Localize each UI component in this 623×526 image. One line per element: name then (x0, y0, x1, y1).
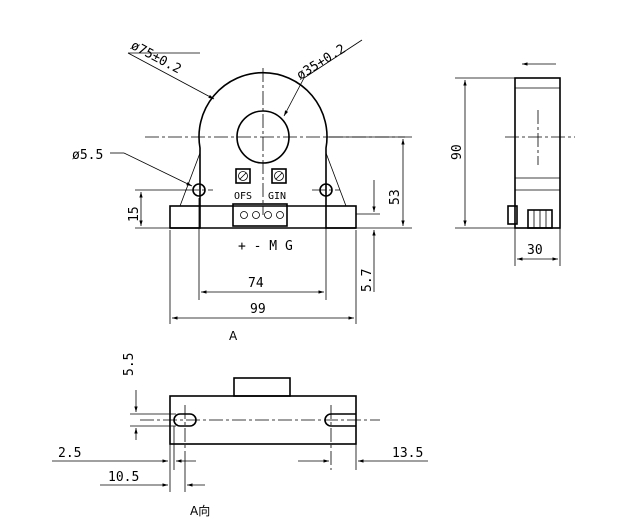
dim-13-5: 13.5 (392, 446, 423, 461)
side-view: 90 30 (450, 62, 575, 266)
dim-2-5: 2.5 (58, 446, 81, 461)
inner-diameter-label: ø35+0.2 (294, 42, 348, 84)
dim-10-5: 10.5 (108, 470, 139, 485)
pin-connector (232, 203, 288, 227)
right-slot (324, 413, 356, 427)
dim-99: 99 (250, 302, 266, 317)
bottom-view: 5.5 2.5 10.5 13.5 A向 (52, 353, 428, 518)
right-flange (325, 205, 357, 229)
view-label-a-direction: A向 (190, 503, 210, 518)
front-view: OFS GIN + - M G ø75±0.2 ø35+0.2 ø5.5 15 … (72, 38, 412, 343)
ofs-pot (235, 168, 251, 184)
dim-15: 15 (127, 206, 142, 222)
view-label-a: A (229, 329, 238, 343)
hole-diameter-label: ø5.5 (72, 148, 103, 163)
top-connector-block (233, 377, 291, 397)
dim-53: 53 (388, 189, 403, 205)
side-body (514, 77, 561, 229)
pin-labels: + - M G (238, 239, 293, 254)
ofs-label: OFS (234, 191, 252, 202)
dim-5-5: 5.5 (122, 353, 137, 376)
dim-5-7: 5.7 (360, 269, 375, 292)
gin-pot (271, 168, 287, 184)
dim-30: 30 (527, 243, 543, 258)
dim-74: 74 (248, 276, 264, 291)
dim-90: 90 (450, 144, 465, 160)
gin-label: GIN (268, 191, 286, 202)
left-flange (169, 205, 201, 229)
